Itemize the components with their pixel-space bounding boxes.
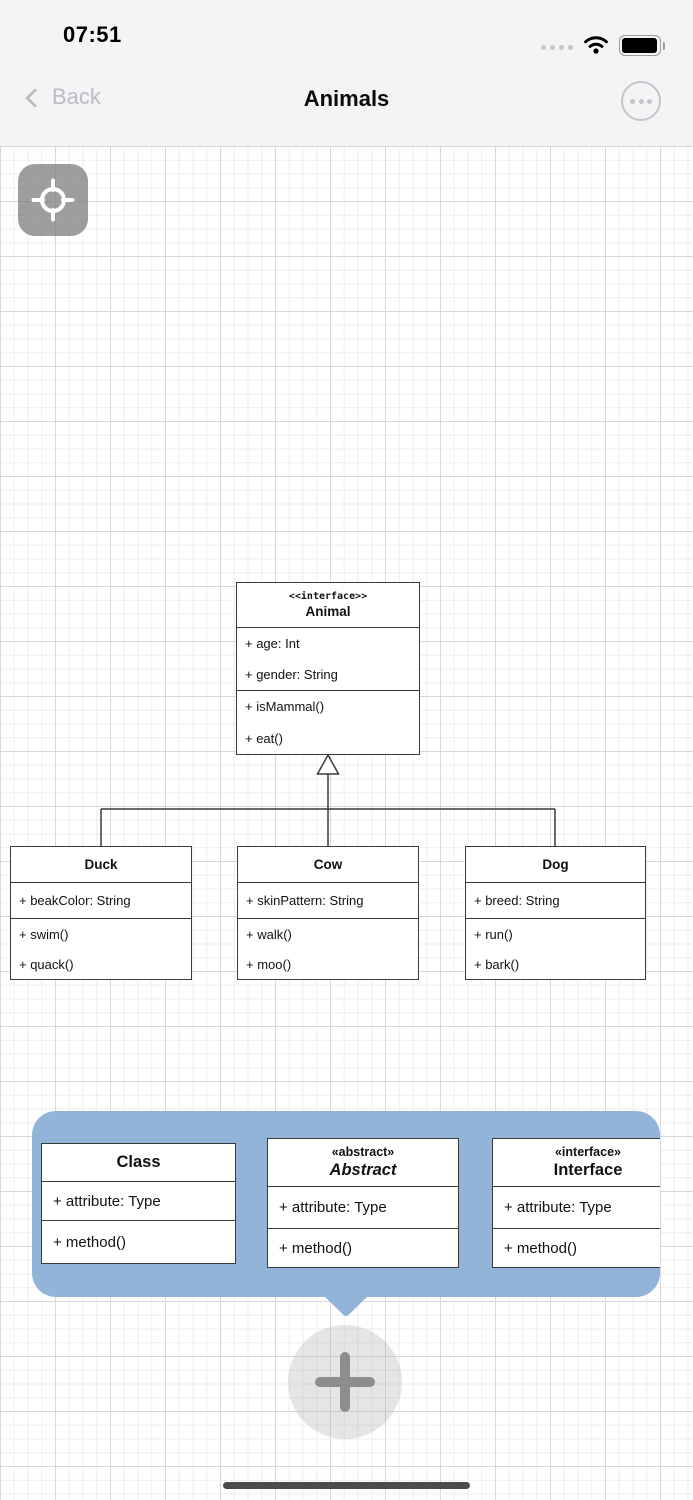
interface-template-method: + method() [504, 1239, 577, 1257]
animal-attribute: + gender: String [245, 667, 338, 682]
cellular-signal-icon [541, 45, 573, 50]
animal-stereotype: <<interface>> [288, 591, 368, 602]
wifi-icon [583, 35, 609, 54]
animal-name: Animal [305, 604, 351, 619]
animal-attribute: + age: Int [245, 636, 300, 651]
cow-name: Cow [313, 857, 343, 872]
abstract-template-method: + method() [279, 1239, 352, 1257]
plus-icon [315, 1352, 375, 1412]
crosshair-icon [31, 178, 75, 222]
interface-template-name: Interface [553, 1160, 623, 1179]
interface-template-stereotype: «interface» [554, 1144, 621, 1159]
back-button[interactable]: Back [25, 84, 101, 110]
dog-method: + run() [474, 926, 513, 942]
class-box-animal[interactable]: <<interface>> Animal + age: Int + gender… [236, 582, 420, 755]
cow-attribute: + skinPattern: String [246, 893, 364, 908]
palette-popup-tail [324, 1296, 368, 1316]
status-time: 07:51 [63, 22, 122, 47]
cow-method: + walk() [246, 926, 292, 942]
palette-item-interface[interactable]: «interface» Interface + attribute: Type … [492, 1138, 660, 1268]
duck-attribute: + beakColor: String [19, 893, 131, 908]
class-template-attribute: + attribute: Type [53, 1192, 161, 1210]
dog-attribute: + breed: String [474, 893, 560, 908]
palette-item-abstract[interactable]: «abstract» Abstract + attribute: Type + … [267, 1138, 459, 1268]
shape-palette-popup: Class + attribute: Type + method() «abst… [32, 1111, 660, 1297]
diagram-canvas[interactable]: <<interface>> Animal + age: Int + gender… [0, 146, 693, 1500]
status-bar: 07:51 [0, 0, 693, 60]
abstract-template-attribute: + attribute: Type [279, 1199, 387, 1216]
add-shape-button[interactable] [288, 1325, 402, 1439]
class-box-dog[interactable]: Dog + breed: String + run() + bark() [465, 846, 646, 980]
duck-method: + quack() [19, 956, 74, 972]
more-options-button[interactable] [621, 81, 661, 121]
interface-template-attribute: + attribute: Type [504, 1199, 612, 1216]
back-label: Back [52, 84, 101, 109]
animal-method: + eat() [245, 730, 283, 746]
page-title: Animals [303, 86, 390, 111]
home-indicator[interactable] [223, 1482, 470, 1489]
navigation-bar: Back Animals [0, 60, 693, 146]
duck-method: + swim() [19, 926, 69, 942]
abstract-template-stereotype: «abstract» [331, 1144, 395, 1159]
animal-method: + isMammal() [245, 699, 325, 715]
dog-name: Dog [542, 857, 569, 872]
battery-icon [619, 35, 665, 56]
class-box-cow[interactable]: Cow + skinPattern: String + walk() + moo… [237, 846, 419, 980]
duck-name: Duck [84, 857, 118, 872]
center-view-button[interactable] [18, 164, 88, 236]
class-template-name: Class [116, 1153, 161, 1171]
dog-method: + bark() [474, 956, 520, 972]
cow-method: + moo() [246, 956, 292, 972]
generalization-connectors [100, 753, 556, 846]
class-box-duck[interactable]: Duck + beakColor: String + swim() + quac… [10, 846, 192, 980]
ellipsis-icon [630, 98, 635, 104]
abstract-template-name: Abstract [329, 1160, 397, 1179]
class-template-method: + method() [53, 1233, 126, 1251]
palette-item-class[interactable]: Class + attribute: Type + method() [41, 1143, 236, 1264]
